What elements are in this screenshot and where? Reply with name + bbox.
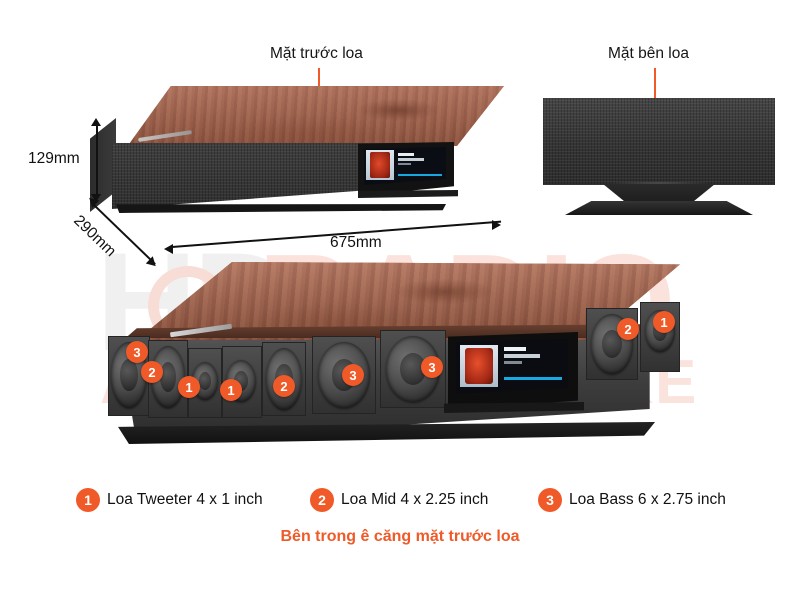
- dimension-line-height: [96, 124, 98, 196]
- heading-front-view: Mặt trước loa: [270, 45, 363, 62]
- legend-label-3: Loa Bass 6 x 2.75 inch: [569, 491, 726, 508]
- track-meta-line: [504, 361, 522, 364]
- progress-bar: [398, 174, 442, 176]
- callout-badge-1: 1: [653, 311, 675, 333]
- track-title-line: [398, 153, 414, 156]
- legend-item-bass: 3 Loa Bass 6 x 2.75 inch: [538, 488, 726, 512]
- track-artist-line: [504, 354, 540, 358]
- arrowhead-height-bottom: [91, 194, 101, 202]
- arrowhead-width-left: [164, 244, 173, 254]
- album-art: [370, 152, 390, 178]
- heading-side-view: Mặt bên loa: [608, 45, 689, 62]
- side-grille-texture: [543, 98, 775, 185]
- legend-label-1: Loa Tweeter 4 x 1 inch: [107, 491, 263, 508]
- legend: 1 Loa Tweeter 4 x 1 inch 2 Loa Mid 4 x 2…: [0, 488, 800, 522]
- album-art: [465, 348, 493, 384]
- track-title-line: [504, 347, 526, 351]
- front-button-row: [358, 190, 458, 198]
- callout-badge-3: 3: [126, 341, 148, 363]
- callout-badge-3: 3: [421, 356, 443, 378]
- speaker-front-view: [90, 86, 520, 246]
- callout-badge-2: 2: [273, 375, 295, 397]
- arrowhead-height-top: [91, 118, 101, 126]
- speaker-side-view: [543, 98, 775, 220]
- wood-grain-texture: [127, 86, 504, 146]
- legend-label-2: Loa Mid 4 x 2.25 inch: [341, 491, 489, 508]
- track-artist-line: [398, 158, 424, 161]
- speaker-cutaway-view: [100, 262, 700, 472]
- progress-bar: [504, 377, 562, 380]
- legend-badge-3: 3: [538, 488, 562, 512]
- diagram-subtitle: Bên trong ê căng mặt trước loa: [280, 528, 520, 545]
- speaker-base-shadow: [116, 204, 446, 213]
- dimension-label-width: 675mm: [330, 234, 382, 251]
- arrowhead-width-right: [492, 220, 501, 230]
- legend-badge-1: 1: [76, 488, 100, 512]
- callout-badge-1: 1: [178, 376, 200, 398]
- track-meta-line: [398, 163, 411, 165]
- side-grille-body: [543, 98, 775, 185]
- cutaway-display-screen: [456, 339, 568, 394]
- stand-base-plate: [565, 201, 753, 215]
- callout-badge-3: 3: [342, 364, 364, 386]
- legend-badge-2: 2: [310, 488, 334, 512]
- display-screen: [364, 147, 446, 185]
- cutaway-button-row: [444, 402, 584, 413]
- callout-badge-2: 2: [141, 361, 163, 383]
- callout-badge-2: 2: [617, 318, 639, 340]
- callout-badge-1: 1: [220, 379, 242, 401]
- legend-item-tweeter: 1 Loa Tweeter 4 x 1 inch: [76, 488, 263, 512]
- stand-neck: [603, 184, 715, 204]
- legend-item-mid: 2 Loa Mid 4 x 2.25 inch: [310, 488, 488, 512]
- dimension-label-height: 129mm: [28, 150, 80, 167]
